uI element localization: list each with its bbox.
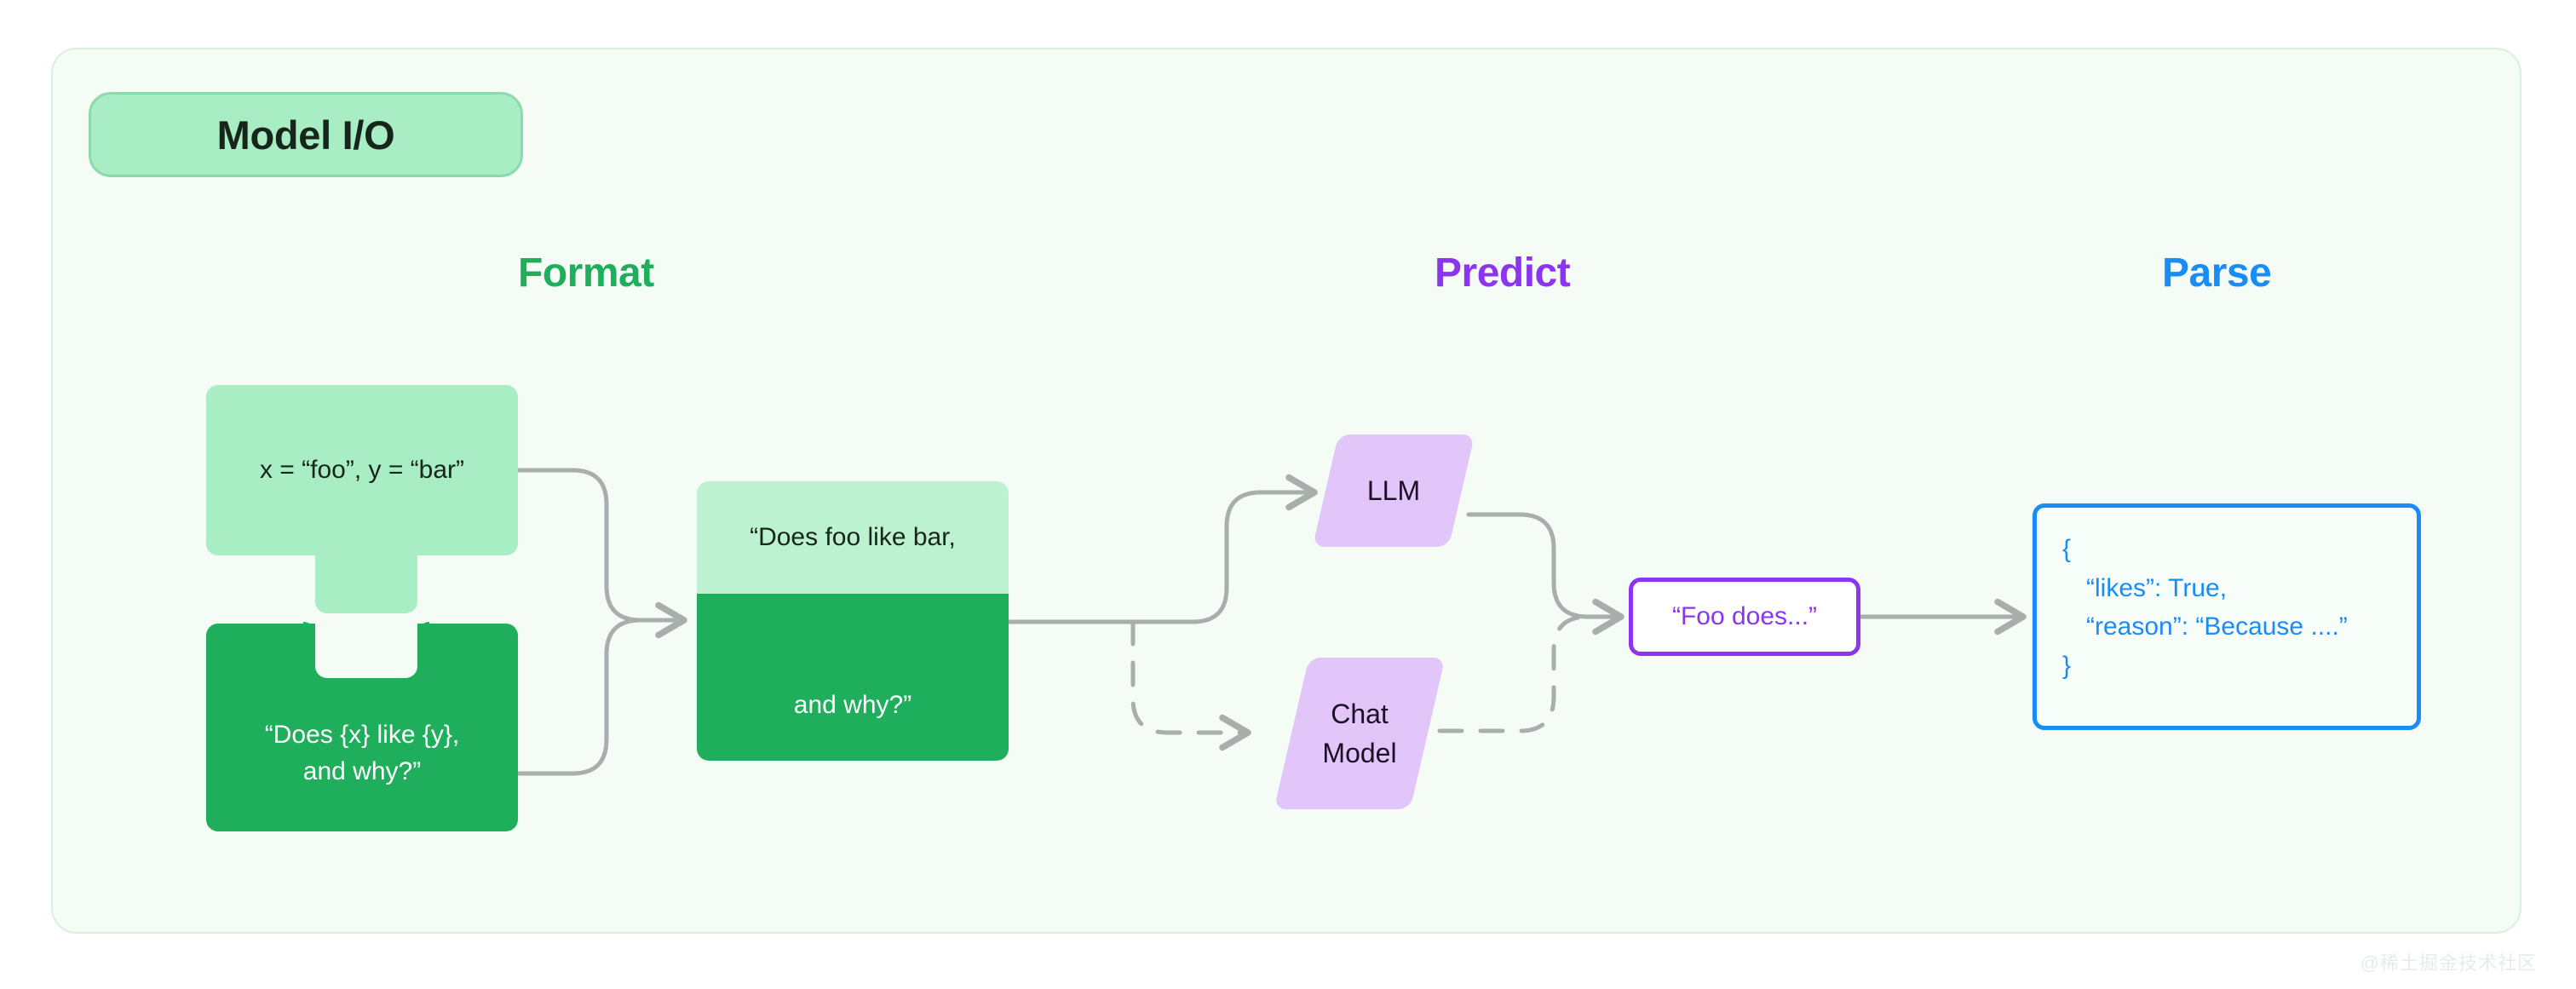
- variables-puzzle-piece: x = “foo”, y = “bar”: [206, 385, 518, 555]
- model-io-badge-label: Model I/O: [216, 112, 395, 158]
- column-heading-parse: Parse: [2162, 250, 2272, 296]
- column-heading-predict: Predict: [1435, 250, 1571, 296]
- model-output-box: “Foo does...”: [1629, 578, 1860, 656]
- prompt-template-label: “Does {x} like {y}, and why?”: [264, 721, 460, 785]
- json-line-likes: “likes”: True,: [2086, 573, 2228, 602]
- chat-model-label: Chat Model: [1322, 698, 1397, 768]
- json-line-reason: “reason”: “Because ....”: [2086, 612, 2348, 641]
- merged-piece-top-label: “Does foo like bar,: [750, 523, 956, 551]
- merged-piece-bottom: and why?”: [697, 594, 1009, 761]
- parsed-json-box: { “likes”: True, “reason”: “Because ....…: [2033, 503, 2421, 730]
- prompt-template-notch: [303, 622, 429, 678]
- merged-piece-bottom-label: and why?”: [793, 691, 912, 719]
- json-line-close: }: [2062, 651, 2072, 680]
- variables-piece-tab: [315, 547, 417, 613]
- json-line-open: {: [2062, 535, 2072, 563]
- model-output-label: “Foo does...”: [1671, 602, 1818, 630]
- watermark: @稀土掘金技术社区: [2360, 952, 2537, 974]
- llm-label: LLM: [1366, 474, 1421, 506]
- model-io-badge: Model I/O: [89, 92, 523, 177]
- column-heading-format: Format: [518, 250, 654, 296]
- variables-piece-label: x = “foo”, y = “bar”: [259, 455, 465, 484]
- merged-piece-top: “Does foo like bar,: [697, 481, 1009, 594]
